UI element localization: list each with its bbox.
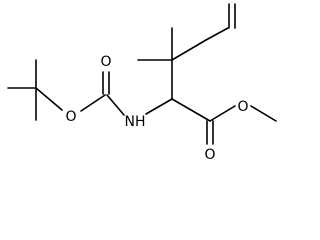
carbamate-group [80, 71, 125, 116]
bond-tbu-to-oxygen [35, 87, 63, 111]
carbamate-ether-oxygen-label: O [65, 109, 76, 125]
carbamate-nh-label: NH [125, 114, 146, 130]
bond-carbamate-carbon-to-nh [106, 94, 125, 116]
bond-oxygen-to-carbamate-carbon [80, 94, 106, 112]
ester-ether-oxygen-label: O [237, 99, 248, 115]
ester-carbonyl-oxygen-label: O [204, 147, 215, 163]
bond-alpha-to-ester-carbon [171, 98, 211, 122]
methyl-ester-group [171, 98, 277, 145]
carbamate-carbonyl-oxygen-label: O [100, 54, 111, 70]
bond-quaternary-to-vinyl [171, 39, 207, 61]
tert-butyl-group [7, 59, 63, 121]
backbone [137, 3, 236, 115]
chemical-structure-diagram: O O NH O O [7, 3, 277, 163]
bond-vinyl-single [205, 27, 229, 41]
bond-ester-carbon-to-oxygen [209, 105, 236, 122]
bond-nh-to-alpha-carbon [145, 98, 173, 115]
bond-oxygen-to-methyl [250, 105, 277, 122]
